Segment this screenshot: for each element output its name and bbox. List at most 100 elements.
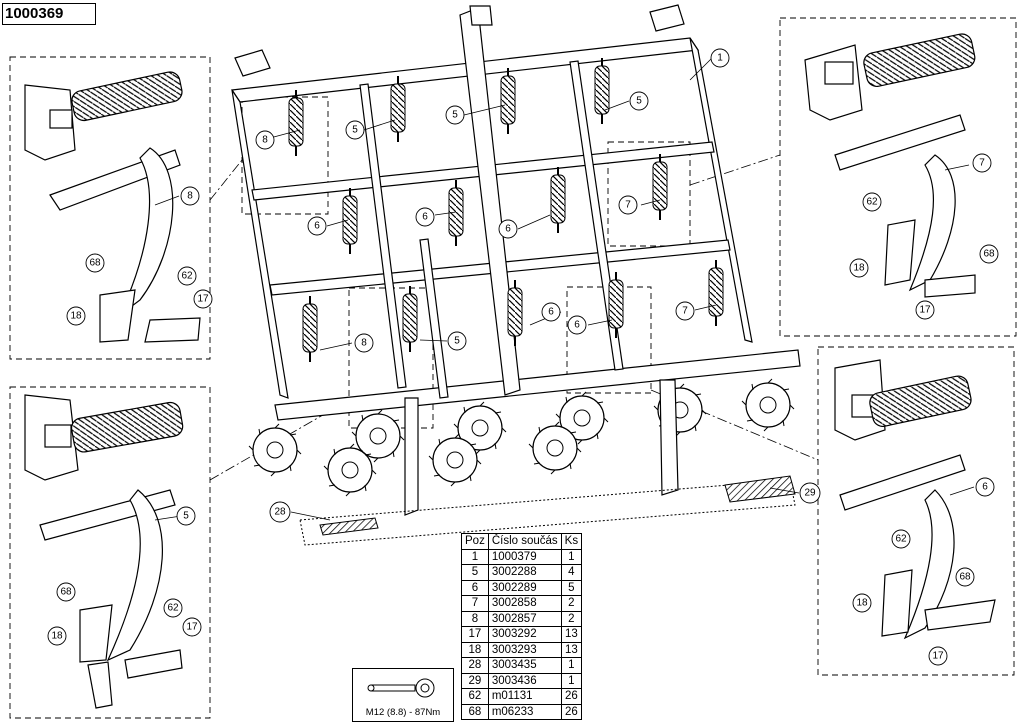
callout-label: 62	[167, 603, 179, 614]
cell-quantity: 26	[560, 703, 583, 720]
torque-spec-text: M12 (8.8) - 87Nm	[365, 707, 441, 718]
cell-quantity: 2	[560, 595, 583, 612]
callout-label: 7	[979, 158, 985, 169]
cell-part-number: 3003435	[487, 657, 562, 674]
tine-legs	[404, 379, 679, 516]
cell-position: 7	[461, 595, 489, 612]
callout-label: 5	[452, 110, 458, 121]
callout-label: 6	[548, 307, 554, 318]
callout-label: 8	[361, 338, 367, 349]
callout-label: 6	[505, 224, 511, 235]
callout-label: 18	[853, 263, 865, 274]
callout-label: 1	[717, 53, 723, 64]
callout-label: 62	[895, 534, 907, 545]
callout-label: 18	[70, 311, 82, 322]
cell-position: 8	[461, 610, 489, 627]
callout-label: 18	[856, 598, 868, 609]
cell-quantity: 4	[560, 564, 583, 581]
callout-label: 29	[804, 488, 816, 499]
cell-part-number: 3002858	[487, 595, 562, 612]
cell-position: 1	[461, 548, 489, 565]
callout-label: 6	[982, 482, 988, 493]
cell-position: 18	[461, 641, 489, 658]
callout-label: 68	[983, 249, 995, 260]
callout-label: 8	[262, 135, 268, 146]
detail-shank-5	[24, 394, 184, 709]
cell-part-number: 3003436	[487, 672, 562, 689]
cell-position: 28	[461, 657, 489, 674]
cell-part-number: m01131	[487, 688, 562, 705]
cell-part-number: m06233	[487, 703, 562, 720]
cell-part-number: 3002857	[487, 610, 562, 627]
callout-label: 5	[636, 96, 642, 107]
cell-position: 68	[461, 703, 489, 720]
column-header-position: Poz	[461, 533, 489, 550]
callout-label: 62	[866, 197, 878, 208]
callout-label: 6	[422, 212, 428, 223]
callout-label: 68	[89, 258, 101, 269]
cell-part-number: 3002288	[487, 564, 562, 581]
callout-label: 7	[625, 200, 631, 211]
torque-spec-box: M12 (8.8) - 87Nm	[352, 668, 454, 722]
cell-quantity: 1	[560, 672, 583, 689]
leveller-bars	[299, 475, 796, 546]
cell-part-number: 3002289	[487, 579, 562, 596]
detail-shank-6	[834, 359, 996, 640]
cell-position: 29	[461, 672, 489, 689]
callout-label: 5	[454, 336, 460, 347]
callout-label: 68	[959, 572, 971, 583]
cell-quantity: 13	[560, 641, 583, 658]
callout-label: 17	[932, 651, 944, 662]
callout-label: 62	[181, 271, 193, 282]
table-header-row: Poz Číslo součás Ks	[461, 533, 583, 550]
cell-part-number: 3003292	[487, 626, 562, 643]
cell-position: 6	[461, 579, 489, 596]
cell-quantity: 1	[560, 657, 583, 674]
column-header-part-number: Číslo součás	[487, 533, 562, 550]
callout-label: 28	[274, 507, 286, 518]
callout-label: 8	[187, 191, 193, 202]
cell-part-number: 3003293	[487, 641, 562, 658]
cell-quantity: 13	[560, 626, 583, 643]
callout-label: 17	[197, 294, 209, 305]
callout-label: 6	[314, 221, 320, 232]
callout-label: 5	[352, 125, 358, 136]
main-frame	[230, 4, 801, 421]
callout-labels: 1 5 5 5 8 6 6 6 7 8 5 6 6 7 28 29 8 68 6…	[51, 53, 995, 662]
callout-label: 5	[183, 511, 189, 522]
detail-shank-8	[24, 71, 201, 343]
callout-label: 17	[186, 622, 198, 633]
cell-position: 5	[461, 564, 489, 581]
drawing-number: 1000369	[2, 3, 96, 25]
callout-label: 68	[60, 587, 72, 598]
callout-label: 7	[682, 306, 688, 317]
callout-label: 18	[51, 631, 63, 642]
wrench-icon	[367, 678, 435, 698]
column-header-quantity: Ks	[560, 533, 583, 550]
disc-row	[248, 378, 795, 497]
cell-position: 62	[461, 688, 489, 705]
callouts	[47, 48, 999, 666]
detail-shank-7	[804, 33, 976, 298]
cell-quantity: 2	[560, 610, 583, 627]
cell-quantity: 1	[560, 548, 583, 565]
cell-quantity: 5	[560, 579, 583, 596]
cell-quantity: 26	[560, 688, 583, 705]
callout-label: 6	[574, 320, 580, 331]
cell-position: 17	[461, 626, 489, 643]
